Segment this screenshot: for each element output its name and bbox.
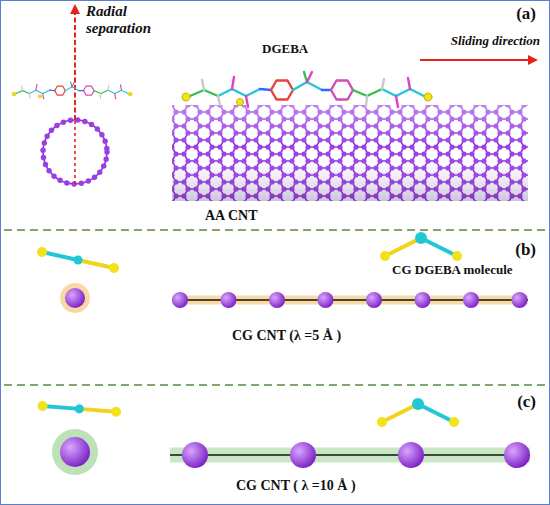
panel-letter: (b) [515,240,536,260]
panel-letter: (c) [517,392,536,412]
direction-label: Sliding direction [451,34,540,49]
panel-letter: (a) [516,4,536,24]
nanotube-label: AA CNT [205,208,258,224]
direction-label: Radial separation [86,3,166,38]
nanotube-label: CG CNT ( λ =10 Å ) [236,478,356,494]
molecule-label: DGEBA [262,42,308,57]
nanotube-label: CG CNT (λ =5 Å ) [232,328,341,344]
molecule-label: CG DGEBA molecule [392,263,513,278]
